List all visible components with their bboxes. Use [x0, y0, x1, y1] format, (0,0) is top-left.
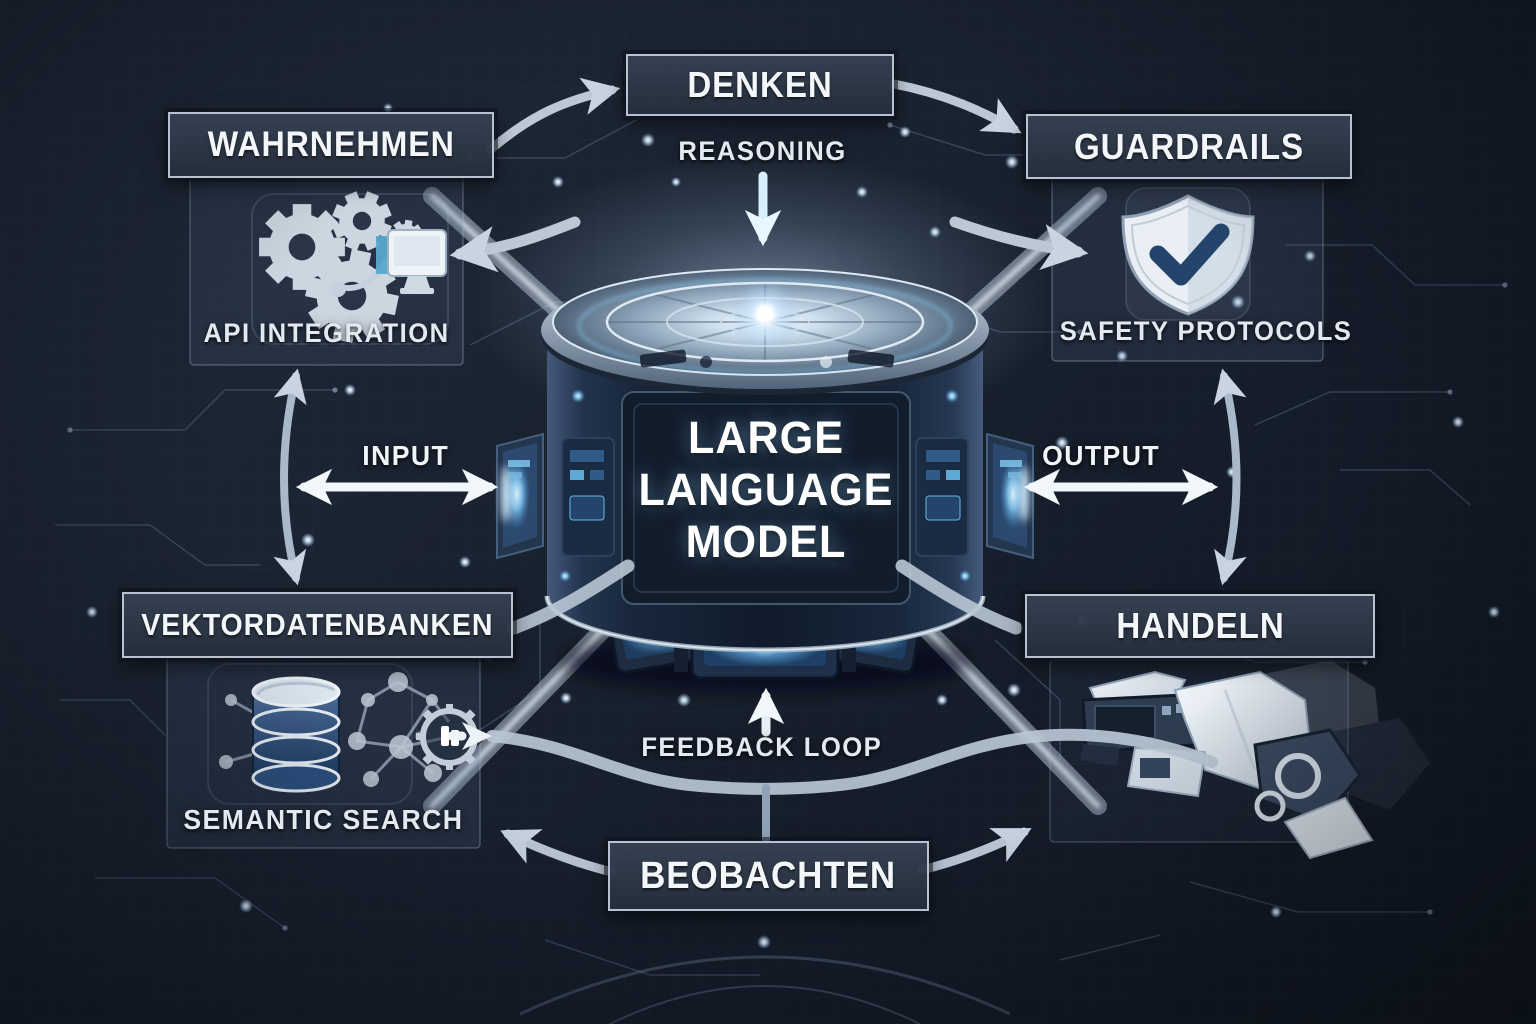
node-box-guardrails: GUARDRAILS — [1026, 114, 1352, 179]
label-output: OUTPUT — [1042, 440, 1160, 471]
arrow-wahrnehmen-vektor-bidirectional — [273, 368, 307, 586]
label-safety-protocols: SAFETY PROTOCOLS — [1059, 316, 1353, 346]
node-box-wahrnehmen: WAHRNEHMEN — [168, 112, 494, 178]
arrow-beobachten-to-vektor — [500, 829, 617, 877]
label-input: INPUT — [362, 440, 450, 471]
llm-title-line-1: LARGE — [688, 412, 844, 463]
label-reasoning: REASONING — [678, 136, 848, 166]
arrow-beobachten-to-handeln — [917, 827, 1032, 875]
llm-core-title: LARGE LANGUAGE MODEL — [620, 412, 912, 569]
llm-title-line-2: LANGUAGE — [638, 464, 894, 516]
node-label-handeln: HANDELN — [1115, 605, 1285, 646]
node-box-denken: DENKEN — [626, 54, 894, 116]
arrow-denken-to-guardrails — [889, 79, 1022, 134]
label-api-integration: API INTEGRATION — [203, 318, 450, 348]
node-label-vektordatenbanken: VEKTORDATENBANKEN — [141, 607, 494, 642]
node-label-wahrnehmen: WAHRNEHMEN — [207, 125, 455, 164]
llm-title-line-3: MODEL — [685, 516, 847, 568]
llm-top-cap — [541, 268, 989, 395]
arrow-wahrnehmen-to-denken — [485, 77, 621, 155]
label-feedback-loop: FEEDBACK LOOP — [641, 732, 883, 762]
node-box-handeln: HANDELN — [1025, 594, 1375, 658]
node-label-guardrails: GUARDRAILS — [1074, 125, 1304, 167]
node-label-denken: DENKEN — [687, 64, 833, 105]
node-box-vektordatenbanken: VEKTORDATENBANKEN — [122, 592, 513, 658]
database-icon — [251, 676, 341, 793]
label-semantic-search: SEMANTIC SEARCH — [183, 804, 464, 835]
bottom-arcs — [519, 955, 1011, 1024]
node-label-beobachten: BEOBACHTEN — [640, 854, 897, 897]
node-box-beobachten: BEOBACHTEN — [608, 841, 929, 911]
